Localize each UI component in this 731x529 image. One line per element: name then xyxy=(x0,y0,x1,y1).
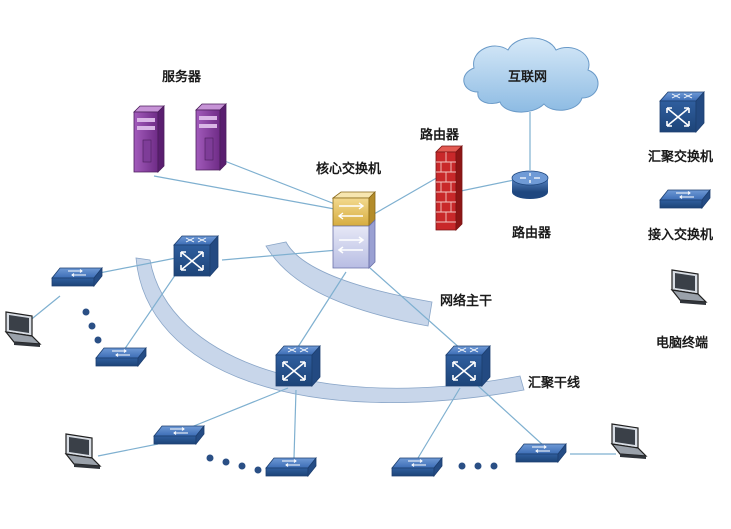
laptop-2 xyxy=(65,433,101,470)
links xyxy=(27,112,616,459)
agg-switch-right xyxy=(445,345,491,387)
internet-label: 互联网 xyxy=(508,70,548,85)
legend-access-switch-icon xyxy=(659,189,711,209)
server-1 xyxy=(133,105,165,173)
agg-switch-left xyxy=(173,235,219,277)
legend-access-switch-label: 接入交换机 xyxy=(648,228,714,243)
access-switch-4 xyxy=(265,457,317,477)
aggregation-backbone-arc xyxy=(135,257,525,404)
legend-agg-switch-label: 汇聚交换机 xyxy=(648,150,714,165)
server-2 xyxy=(195,103,227,171)
core-switch xyxy=(331,191,376,269)
laptop-3 xyxy=(611,423,647,460)
legend-laptop-icon xyxy=(671,269,707,306)
core-backbone-band xyxy=(265,241,433,327)
router-fw-label: 路由器 xyxy=(420,128,460,143)
internet-cloud xyxy=(463,37,599,113)
access-switch-1 xyxy=(51,267,103,287)
router xyxy=(511,170,549,199)
servers-label: 服务器 xyxy=(162,70,202,85)
access-switch-5 xyxy=(391,457,443,477)
router-label: 路由器 xyxy=(512,226,552,241)
core-switch-label: 核心交换机 xyxy=(316,162,382,177)
legend-pc-terminal-label: 电脑终端 xyxy=(656,336,709,351)
backbone-label: 网络主干 xyxy=(440,294,493,309)
access-switch-3 xyxy=(153,425,205,445)
laptop-1 xyxy=(5,311,41,348)
access-switch-2 xyxy=(95,347,147,367)
access-switch-6 xyxy=(515,443,567,463)
agg-backbone-label: 汇聚干线 xyxy=(528,376,581,391)
legend-agg-switch-icon xyxy=(659,91,705,133)
more-devices-dots xyxy=(82,308,498,474)
agg-switch-center xyxy=(275,345,321,387)
firewall xyxy=(435,145,463,231)
